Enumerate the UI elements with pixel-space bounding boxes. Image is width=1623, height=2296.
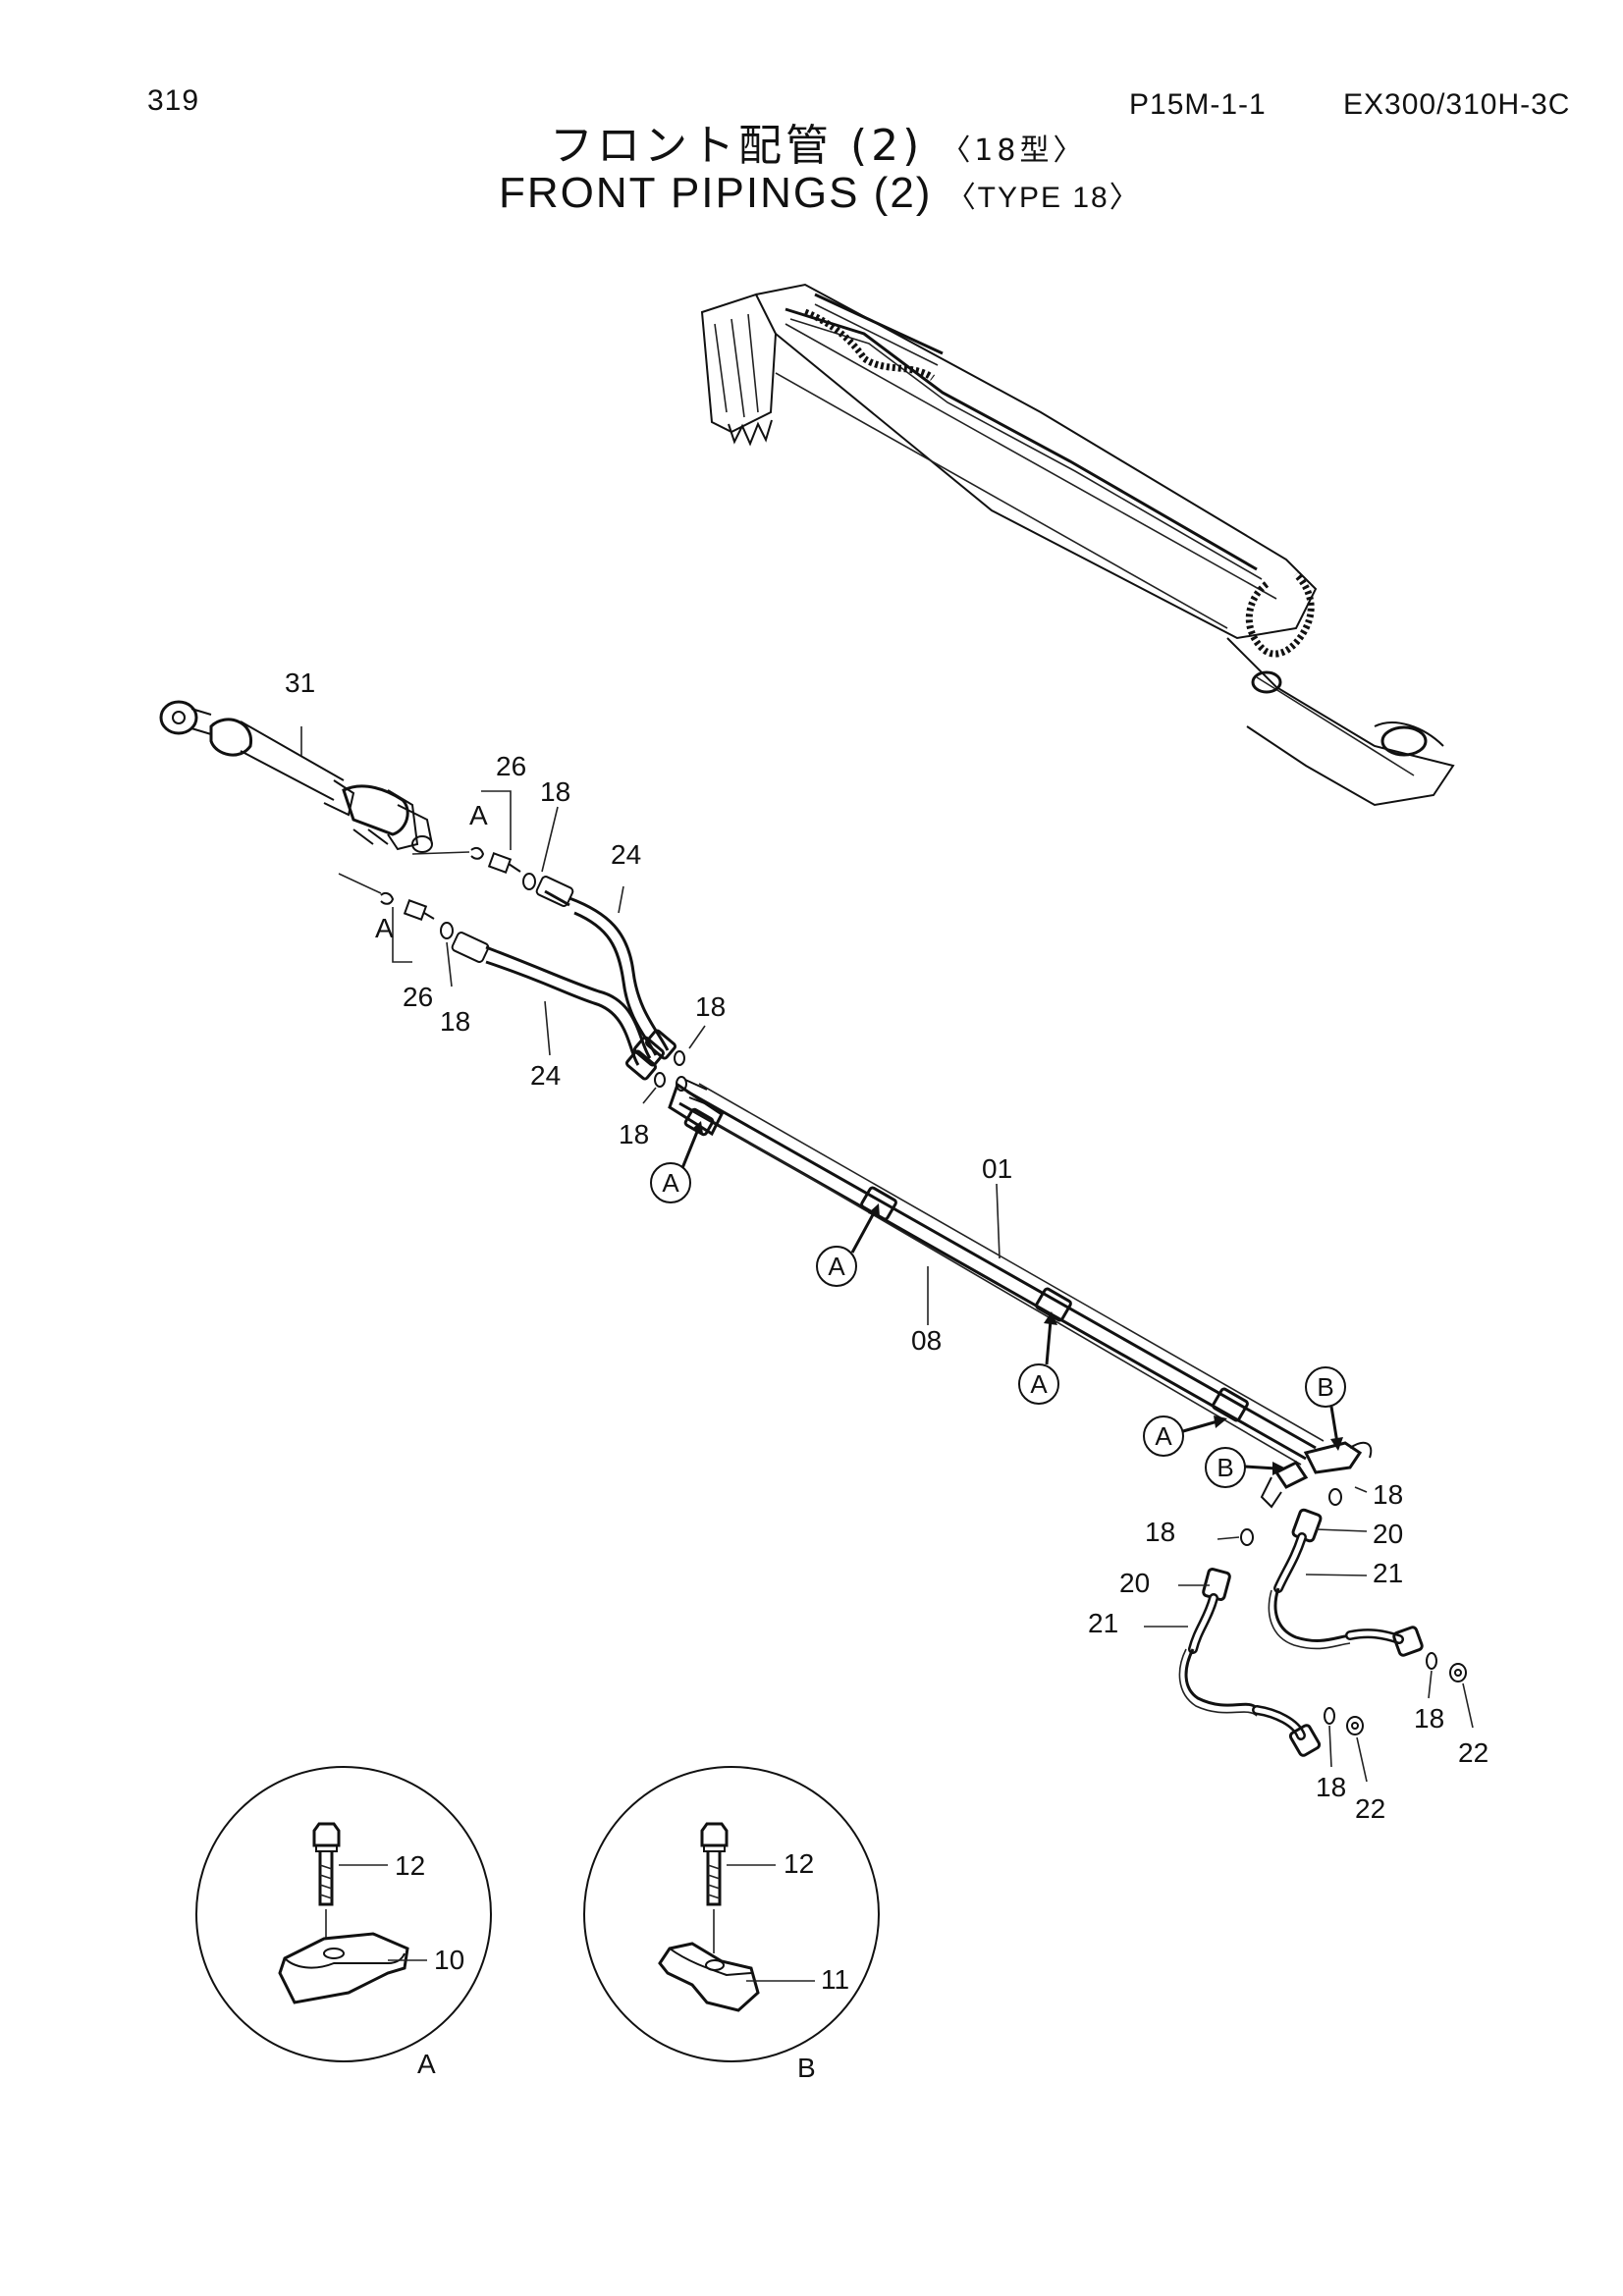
label-22-bottom: 22 (1355, 1793, 1385, 1824)
fitting-lower-26 (380, 891, 435, 921)
callout-a-3: A (1018, 1311, 1059, 1405)
label-11: 11 (821, 1964, 849, 1995)
callout-b-2: B (1205, 1447, 1286, 1488)
part-number-labels: 31 26 A 18 24 A 26 18 24 18 18 01 08 18 … (285, 667, 1488, 2083)
label-20-right: 20 (1373, 1519, 1403, 1549)
callout-a-2: A (816, 1203, 880, 1287)
label-26-upper: 26 (496, 751, 526, 781)
label-18-hose-end-lower: 18 (619, 1119, 649, 1149)
pipe-01-08 (668, 1079, 1325, 1466)
hose-21-right (1268, 1508, 1424, 1657)
hose-24-lower (451, 932, 652, 1066)
callout-a-1: A (650, 1121, 703, 1203)
model-number: EX300/310H-3C (1343, 88, 1571, 121)
detail-a-label: A (417, 2049, 436, 2079)
callout-a-4-label: A (1155, 1421, 1172, 1451)
pipe-end-fittings-right (1260, 1441, 1373, 1509)
callout-a-1-label: A (662, 1168, 679, 1198)
title-japanese-main: フロント配管 (2) (550, 121, 924, 171)
label-20-left: 20 (1119, 1568, 1150, 1598)
callout-b-2-label: B (1217, 1453, 1233, 1482)
title-english: FRONT PIPINGS (2) 〈TYPE 18〉 (499, 169, 1141, 218)
callout-a-4: A (1143, 1415, 1227, 1457)
label-a-upper: A (469, 800, 488, 830)
detail-view-b (583, 1766, 880, 2062)
hose-21-left (1178, 1568, 1322, 1757)
hose-end-fittings (624, 1029, 677, 1081)
label-12-a: 12 (395, 1850, 425, 1881)
label-18-right: 18 (1373, 1479, 1403, 1510)
title-english-main: FRONT PIPINGS (2) (499, 169, 933, 217)
detail-b-label: B (797, 2053, 816, 2083)
label-18-far-right: 18 (1414, 1703, 1444, 1734)
label-18-bottom: 18 (1316, 1772, 1346, 1802)
callout-b-1: B (1305, 1366, 1346, 1451)
hydraulic-cylinder-drawing (159, 700, 433, 853)
label-18-left: 18 (1145, 1517, 1175, 1547)
title-english-tag: 〈TYPE 18〉 (946, 182, 1141, 214)
o-ring-18-lower (440, 922, 454, 939)
label-08: 08 (911, 1325, 942, 1356)
callout-b-1-label: B (1317, 1372, 1333, 1402)
label-21-left: 21 (1088, 1608, 1118, 1638)
label-26-lower: 26 (403, 982, 433, 1012)
label-18-hose-end: 18 (695, 991, 726, 1022)
label-21-right: 21 (1373, 1558, 1403, 1588)
page-number: 319 (147, 84, 200, 117)
callout-a-3-label: A (1030, 1369, 1048, 1399)
title-japanese: フロント配管 (2) 〈18型〉 (550, 110, 1087, 173)
label-18-lower: 18 (440, 1006, 470, 1037)
label-12-b: 12 (784, 1848, 814, 1879)
callout-a-2-label: A (828, 1252, 845, 1281)
label-10: 10 (434, 1945, 464, 1975)
label-01: 01 (982, 1153, 1012, 1184)
title-japanese-tag: 〈18型〉 (941, 133, 1087, 168)
label-24-upper: 24 (611, 839, 641, 870)
label-a-lower: A (375, 913, 394, 943)
o-ring-18-upper (522, 873, 536, 890)
excavator-boom-drawing (700, 283, 1455, 807)
leader-lines (300, 726, 1474, 1982)
detail-view-a (195, 1766, 492, 2062)
label-31: 31 (285, 667, 315, 698)
label-18-upper: 18 (540, 776, 570, 807)
label-22-far-right: 22 (1458, 1737, 1488, 1768)
hose-24-upper (535, 876, 670, 1056)
fitting-upper-26 (470, 846, 521, 874)
section-code: P15M-1-1 (1129, 88, 1267, 121)
label-24-lower: 24 (530, 1060, 561, 1091)
